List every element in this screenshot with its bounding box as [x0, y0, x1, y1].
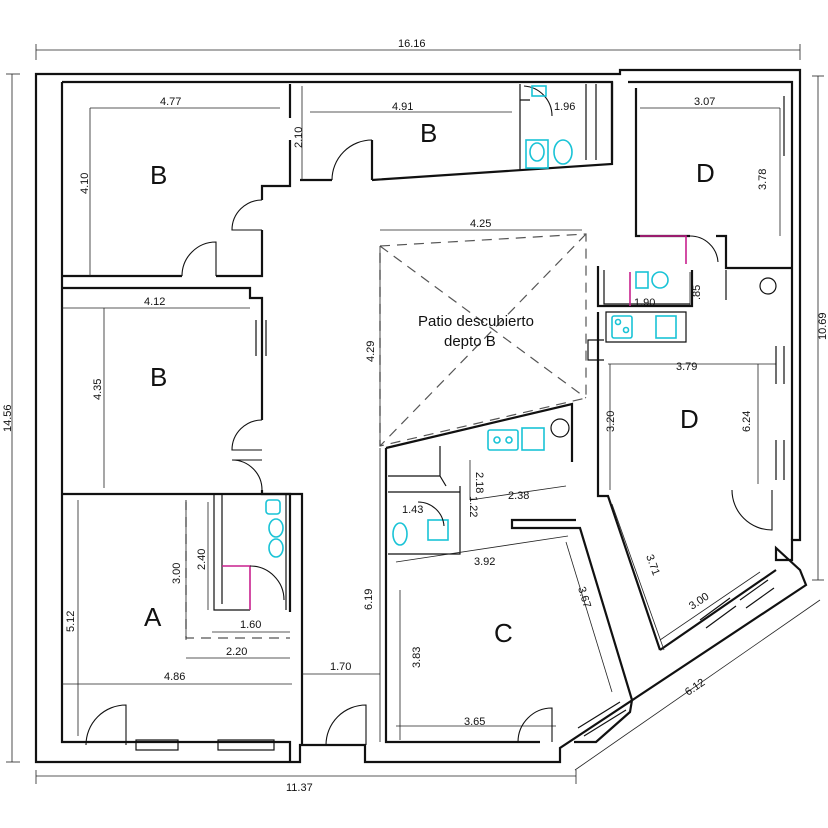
dim-a-w2: 2.20 — [226, 646, 247, 658]
dim-d1-height: 3.78 — [757, 169, 769, 190]
dim-a-h1: 3.00 — [171, 563, 183, 584]
dim-a-bath-w: 1.60 — [240, 619, 261, 631]
dimension-labels: 16.16 14.56 11.37 10.69 6.12 4.77 4.10 4… — [2, 38, 828, 794]
dim-d2-left: 3.20 — [605, 411, 617, 432]
room-label-c: C — [494, 618, 513, 648]
patio-label-line2: depto B — [444, 333, 496, 350]
dim-d2-right: 6.24 — [741, 411, 753, 432]
dim-c-height: 3.83 — [411, 647, 423, 668]
dim-c-bottom: 3.65 — [464, 716, 485, 728]
dim-d2-diag1: 3.71 — [643, 553, 662, 577]
dim-c-diag: 3.67 — [575, 585, 593, 609]
patio — [379, 229, 587, 447]
dim-c-k1: 2.18 — [473, 472, 485, 493]
dim-patio-height: 4.29 — [365, 341, 377, 362]
dim-b1-height: 4.10 — [79, 173, 91, 194]
dim-c-width: 3.92 — [474, 556, 495, 568]
dim-d1-width: 3.07 — [694, 96, 715, 108]
dim-c-bath-h: 1.22 — [467, 496, 479, 517]
room-a — [62, 492, 292, 751]
dim-bath-top: 1.96 — [554, 101, 575, 113]
dim-d2-diag2: 3.00 — [687, 591, 711, 613]
corridor — [302, 448, 381, 746]
dim-a-h3: 5.12 — [65, 611, 77, 632]
room-label-b-mid-left: B — [150, 362, 167, 392]
dim-d2-bath-w: 1.90 — [634, 297, 655, 309]
dim-diag-bottom-right: 6.12 — [683, 677, 707, 699]
dim-patio-width: 4.25 — [470, 218, 491, 230]
patio-label-line1: Patio descubierto — [418, 313, 534, 330]
room-b-top-center — [300, 82, 614, 182]
dim-total-width: 16.16 — [398, 38, 426, 50]
dim-d2-bath-h: .85 — [691, 285, 703, 300]
dim-b1-width: 4.77 — [160, 96, 181, 108]
room-label-d-right: D — [680, 404, 699, 434]
room-label-b-top-left: B — [150, 160, 167, 190]
dim-c-bath-w: 1.43 — [402, 504, 423, 516]
outer-dimensions — [6, 44, 824, 784]
dim-bottom-width: 11.37 — [286, 782, 313, 794]
room-d-right — [587, 266, 785, 651]
dim-b3-width: 4.12 — [144, 296, 165, 308]
dim-b3-height: 4.35 — [92, 379, 104, 400]
room-d-top-right — [634, 88, 793, 270]
dim-c-k2: 2.38 — [508, 490, 529, 502]
room-b-top-left — [62, 84, 292, 278]
dim-total-height: 14.56 — [2, 404, 14, 432]
room-labels: B B D B D A C Patio descubierto depto B — [144, 118, 715, 648]
dim-b2-width: 4.91 — [392, 101, 413, 113]
room-label-a: A — [144, 602, 162, 632]
dim-right-height: 10.69 — [817, 312, 828, 340]
dim-b2-height: 2.10 — [293, 127, 305, 148]
dim-d2-width: 3.79 — [676, 361, 697, 373]
room-label-b-top-center: B — [420, 118, 437, 148]
room-c — [384, 402, 634, 744]
room-label-d-top-right: D — [696, 158, 715, 188]
dim-corridor-h: 6.19 — [363, 589, 375, 610]
dim-corridor: 1.70 — [330, 661, 351, 673]
dim-a-width: 4.86 — [164, 671, 185, 683]
dim-a-h2: 2.40 — [196, 549, 208, 570]
